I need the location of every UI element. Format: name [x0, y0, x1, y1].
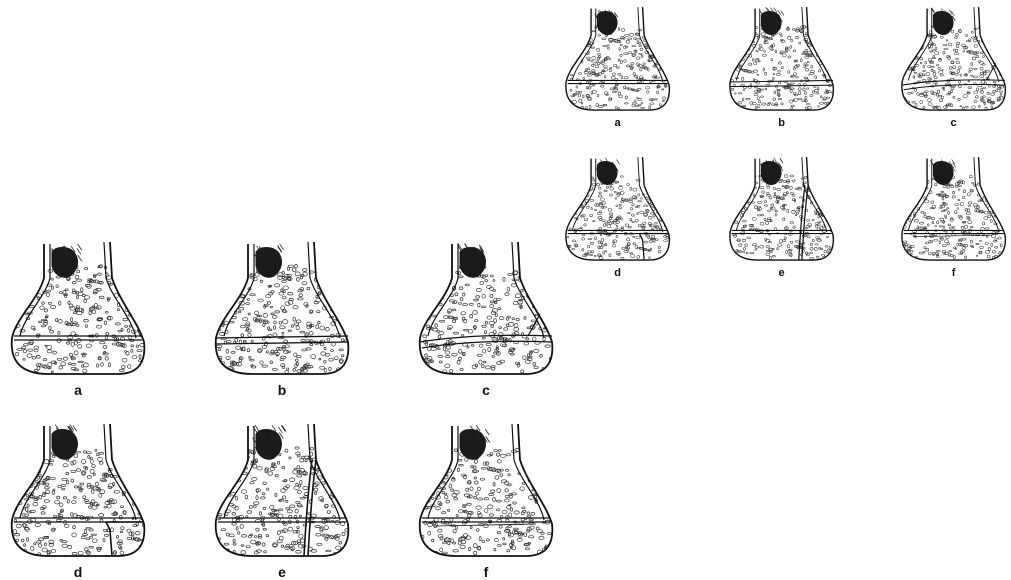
bone-outline [730, 7, 833, 110]
bone-outline [566, 157, 669, 260]
growth-plate [902, 63, 1005, 90]
small-panel-0 [566, 7, 669, 110]
marrow-cavity [595, 10, 618, 35]
small-panel-4 [730, 157, 835, 260]
growth-plate [732, 230, 832, 233]
panel-label-f: f [484, 564, 489, 580]
bone-outline [420, 242, 553, 374]
panel-label-e: e [779, 267, 785, 279]
panel-label-b: b [778, 117, 785, 129]
bone-texture [216, 264, 350, 373]
panel-label-d: d [74, 564, 83, 580]
bone-texture [216, 447, 350, 555]
growth-plate [218, 518, 346, 522]
marrow-cavity [930, 159, 956, 184]
bone-texture [421, 447, 554, 556]
bone-texture [567, 175, 670, 259]
panel-label-a: a [615, 117, 621, 129]
growth-plate [730, 80, 833, 86]
panel-label-b: b [278, 382, 287, 398]
bone-texture [421, 265, 553, 374]
panel-label-e: e [278, 564, 286, 580]
large-panel-3 [12, 424, 145, 556]
bone-texture [731, 175, 835, 260]
marrow-cavity [760, 7, 784, 34]
panel-label-a: a [74, 382, 82, 398]
large-panel-0 [12, 242, 146, 374]
salter-harris-figure-small: a b c d e f [555, 0, 1011, 290]
small-panel-5 [902, 157, 1007, 260]
marrow-cavity [460, 425, 490, 459]
bone-outline [216, 242, 349, 374]
bone-outline [420, 424, 553, 556]
panel-label-d: d [614, 267, 621, 279]
bone-outline [566, 7, 669, 110]
growth-plate [14, 336, 142, 340]
panel-label-f: f [952, 267, 956, 279]
salter-harris-figure-large: a b c d e f [0, 230, 560, 577]
large-panel-4 [216, 424, 350, 556]
large-panel-5 [420, 424, 554, 556]
marrow-cavity [52, 425, 77, 460]
bone-outline [12, 424, 145, 556]
panel-label-c: c [951, 117, 957, 129]
small-panel-3 [566, 157, 670, 260]
bone-texture [902, 175, 1007, 259]
growth-plate [568, 80, 668, 83]
small-panel-2 [902, 7, 1006, 110]
bone-texture [730, 25, 835, 110]
bone-texture [12, 447, 145, 556]
marrow-cavity [254, 244, 283, 277]
bone-texture [12, 264, 145, 373]
marrow-cavity [595, 158, 619, 185]
bone-outline [902, 157, 1005, 260]
bone-texture [566, 25, 669, 110]
small-panel-1 [730, 7, 835, 110]
large-panel-1 [216, 242, 350, 374]
marrow-cavity [458, 243, 486, 277]
panel-label-c: c [482, 382, 490, 398]
bone-texture [902, 24, 1006, 109]
large-panel-2 [420, 242, 553, 374]
